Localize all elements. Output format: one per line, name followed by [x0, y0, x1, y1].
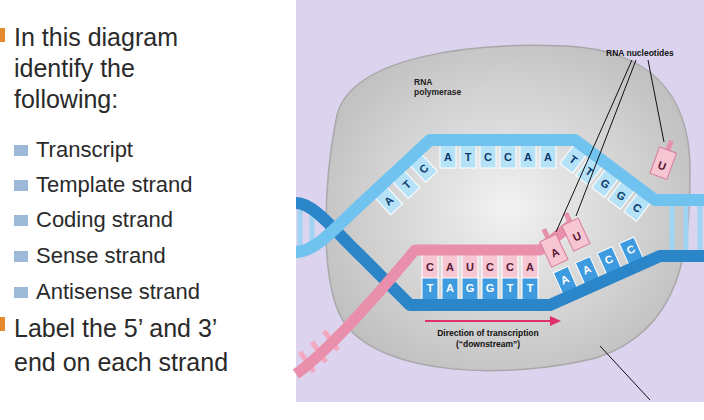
instruction-heading: In this diagram identify the following:: [14, 22, 229, 115]
arrow-caption: Direction of transcription (“downstream”…: [418, 328, 558, 350]
coding-strand: [296, 140, 704, 252]
template-base-letter: G: [466, 283, 475, 294]
template-base-letter: A: [581, 263, 593, 276]
coding-base-letter: A: [544, 152, 552, 163]
template-base-letter: C: [603, 253, 615, 266]
template-base-letter: A: [559, 273, 571, 286]
coding-base-letter: C: [630, 201, 643, 215]
bullet-marker: [14, 251, 28, 262]
illustration-panel: [296, 0, 704, 402]
bullet-item: Sense strand: [36, 243, 166, 269]
rna-base-letter: C: [506, 262, 514, 273]
template-base-letter: C: [625, 244, 637, 257]
bullet-marker: [14, 180, 28, 191]
rna-base-letter: C: [486, 262, 494, 273]
leader-line: [576, 60, 636, 216]
polymerase-shape: [326, 45, 690, 370]
callout-label: RNA nucleotides: [606, 48, 674, 58]
bullet-marker: [0, 28, 5, 42]
coding-base-letter: A: [444, 152, 452, 163]
rna-base-letter: U: [466, 262, 474, 273]
coding-base-letter: T: [400, 179, 412, 192]
bullet-marker: [14, 287, 28, 298]
direction-arrow-shaft: [425, 320, 552, 322]
coding-base-letter: T: [583, 165, 595, 178]
coding-base-letter: C: [484, 152, 492, 163]
rna-base-letter: C: [426, 262, 434, 273]
bullet-item: Antisense strand: [36, 279, 200, 305]
coding-base-letter: C: [417, 162, 430, 175]
coding-base-letter: T: [567, 153, 579, 166]
rna-nucleotide: [558, 209, 590, 251]
coding-base-letter: G: [598, 177, 611, 191]
leader-lines: [556, 60, 664, 400]
bullet-marker: [0, 317, 5, 331]
rna-base-letter: U: [571, 231, 583, 244]
leader-line: [648, 60, 664, 142]
template-base-letter: T: [527, 283, 534, 294]
bullet-item: Coding strand: [36, 207, 173, 233]
base-pair-bar: [698, 204, 703, 252]
rna-base-letter: A: [446, 262, 454, 273]
bullet-marker: [14, 145, 28, 156]
leader-line: [600, 346, 650, 400]
template-base-letter: T: [507, 283, 514, 294]
rna-base-letter: U: [657, 159, 668, 172]
base-pair-bar: [298, 210, 303, 246]
template-base-letter: A: [446, 283, 454, 294]
template-base-letter: G: [486, 283, 495, 294]
bullet-item: Template strand: [36, 172, 193, 198]
rna-nucleotide: [536, 225, 568, 267]
instruction-text: Label the 5’ and 3’ end on each strand: [14, 311, 264, 379]
coding-base-letter: T: [465, 152, 472, 163]
rna-base-letter: A: [549, 247, 561, 260]
rna-transcript-strand: [296, 224, 572, 374]
coding-base-letter: G: [614, 189, 627, 203]
base-pair-bar: [684, 204, 689, 252]
template-base-letter: T: [427, 283, 434, 294]
rna-nucleotide: [650, 138, 680, 180]
node-label: RNA polymerase: [414, 78, 466, 98]
direction-arrow-head: [550, 316, 561, 326]
coding-base-letter: A: [382, 194, 395, 207]
base-pair-bar: [670, 204, 675, 252]
bullet-item: Transcript: [36, 137, 133, 163]
rna-base-letter: A: [526, 262, 534, 273]
leader-line: [556, 60, 632, 232]
coding-base-letter: A: [524, 152, 532, 163]
bullet-marker: [14, 215, 28, 226]
coding-base-letter: C: [504, 152, 512, 163]
